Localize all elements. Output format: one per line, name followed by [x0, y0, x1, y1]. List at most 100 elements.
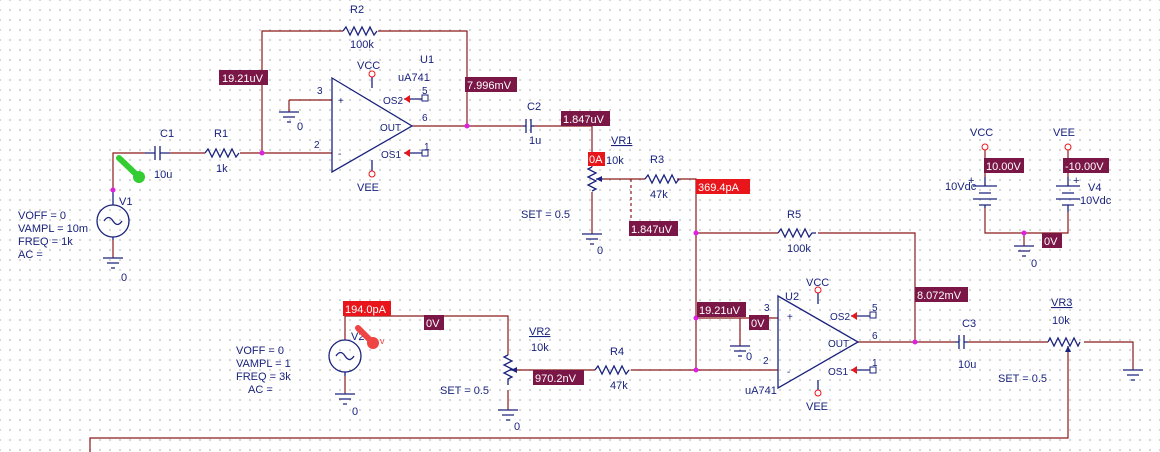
source-v3-dc[interactable]: 10Vdc + VCC [945, 127, 997, 208]
svg-text:-10.00V: -10.00V [1065, 161, 1104, 173]
vr3-ref: VR3 [1051, 297, 1072, 309]
svg-text:+: + [787, 312, 793, 323]
voltage-probe-v1[interactable] [116, 155, 145, 183]
bias-v2-out: 0V [424, 315, 444, 330]
bias-u1-minus: 19.21uV [219, 70, 268, 85]
u2-ref: U2 [785, 291, 799, 303]
v4-value: 10Vdc [1080, 195, 1112, 207]
svg-text:194.0pA: 194.0pA [345, 304, 387, 316]
r4-ref: R4 [610, 346, 624, 358]
svg-text:2: 2 [314, 140, 320, 151]
ground-icon: 0 [730, 345, 752, 363]
source-v4-dc[interactable]: V4 10Vdc + VEE [1053, 127, 1112, 212]
v1-ref: V1 [119, 196, 132, 208]
u1-vcc-label: VCC [357, 60, 380, 72]
u1-ref: U1 [420, 54, 434, 66]
svg-text:10.00V: 10.00V [986, 161, 1022, 173]
resistor-r4[interactable]: R4 47k [594, 346, 630, 392]
c1-value: 10u [154, 169, 172, 181]
junctions [110, 123, 1027, 373]
bias-c2-right: 1.847uV [561, 111, 610, 126]
v4-ref: V4 [1088, 182, 1101, 194]
r2-ref: R2 [350, 4, 364, 16]
svg-text:5: 5 [422, 86, 428, 97]
svg-text:+: + [1073, 175, 1079, 187]
capacitor-c1[interactable]: C1 10u [145, 128, 174, 181]
capacitor-c3[interactable]: C3 10u [955, 318, 976, 371]
opamp-u2[interactable]: 3 2 + - OUT 6 OS2 OS1 5 1 VCC VEE U2 uA7… [745, 277, 878, 413]
bias-vee-rail: -10.00V [1063, 158, 1109, 173]
opamp-u1[interactable]: 3 2 + - OUT 6 OS2 OS1 5 1 VCC VEE U1 uA7… [314, 54, 434, 194]
r3-value: 47k [650, 189, 668, 201]
ground-icon: 0 [498, 409, 520, 433]
u1-vee-label: VEE [357, 182, 379, 194]
potentiometer-vr2[interactable]: VR2 10k SET = 0.5 [440, 326, 550, 397]
voltage-probe-v2[interactable]: v [355, 325, 385, 349]
r1-value: 1k [216, 163, 228, 175]
resistor-r3[interactable]: R3 47k [644, 154, 680, 201]
svg-text:-: - [787, 367, 790, 378]
svg-text:+: + [968, 175, 974, 187]
potentiometer-vr1[interactable]: VR1 10k SET = 0.5 [521, 135, 632, 221]
svg-text:0A: 0A [589, 154, 603, 166]
vee-net-label: VEE [1053, 127, 1075, 139]
source-v2[interactable]: V2 VOFF = 0 VAMPL = 1 FREQ = 3k AC = [236, 331, 364, 396]
svg-text:2: 2 [763, 356, 769, 367]
vr1-ref: VR1 [611, 135, 632, 147]
capacitor-c2[interactable]: C2 1u [523, 101, 541, 147]
vr3-value: 10k [1052, 315, 1070, 327]
svg-text:970.2nV: 970.2nV [535, 373, 577, 385]
svg-text:0: 0 [514, 421, 520, 433]
probe-marker: v [380, 336, 385, 346]
r5-value: 100k [787, 243, 811, 255]
r3-ref: R3 [650, 154, 664, 166]
bias-vr1-wiper: 1.847uV [629, 221, 678, 236]
svg-text:0: 0 [746, 351, 752, 363]
bias-r3-current: 369.4pA [696, 179, 750, 194]
svg-text:-: - [338, 149, 341, 160]
svg-text:6: 6 [872, 331, 878, 342]
svg-text:0V: 0V [426, 318, 440, 330]
svg-text:8.072mV: 8.072mV [917, 290, 962, 302]
svg-text:7.996mV: 7.996mV [467, 80, 512, 92]
source-v1[interactable]: V1 VOFF = 0 VAMPL = 10m FREQ = 1k AC = [18, 190, 132, 261]
vr3-set: SET = 0.5 [998, 373, 1047, 385]
resistor-r5[interactable]: R5 100k [777, 209, 816, 255]
svg-text:OS1: OS1 [381, 150, 401, 161]
bias-vr1-current: 0A [588, 152, 605, 166]
bias-supply-ground: 0V [1042, 233, 1062, 248]
v3-value: 10Vdc [945, 181, 977, 193]
v1-param-3: AC = [18, 249, 43, 261]
svg-text:3: 3 [317, 86, 323, 97]
bias-u2-out: 8.072mV [915, 287, 968, 302]
svg-text:0: 0 [297, 121, 303, 133]
potentiometer-vr3[interactable]: VR3 10k SET = 0.5 [998, 297, 1081, 385]
svg-text:369.4pA: 369.4pA [698, 182, 740, 194]
svg-text:19.21uV: 19.21uV [699, 305, 741, 317]
vcc-net-label: VCC [970, 127, 993, 139]
ground-icon [1123, 369, 1143, 381]
svg-text:5: 5 [872, 303, 878, 314]
svg-text:0: 0 [121, 272, 127, 284]
svg-text:OS2: OS2 [830, 312, 850, 323]
svg-text:0: 0 [597, 245, 603, 257]
bias-u2-plus: 0V [749, 315, 769, 330]
resistor-r1[interactable]: R1 1k [204, 128, 240, 175]
v1-param-1: VAMPL = 10m [18, 223, 88, 235]
vr2-value: 10k [531, 342, 549, 354]
grounds: 0 0 0 0 0 0 0 [103, 111, 1143, 433]
svg-text:+: + [338, 96, 344, 107]
svg-text:1.847uV: 1.847uV [631, 224, 673, 236]
ground-icon: 0 [335, 393, 358, 418]
ground-icon: 0 [103, 257, 127, 284]
svg-text:OUT: OUT [828, 339, 849, 350]
vr2-ref: VR2 [529, 326, 550, 338]
c1-ref: C1 [160, 128, 174, 140]
svg-text:OUT: OUT [380, 123, 401, 134]
resistor-r2[interactable]: R2 100k [342, 4, 378, 51]
svg-text:OS1: OS1 [828, 367, 848, 378]
svg-text:OS2: OS2 [383, 96, 403, 107]
svg-text:1: 1 [424, 142, 430, 153]
